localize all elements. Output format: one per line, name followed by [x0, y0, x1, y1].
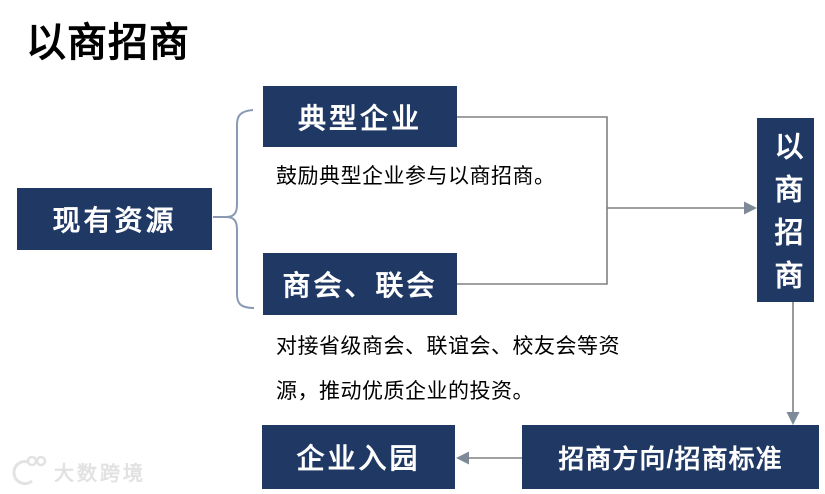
- brace-icon: [225, 109, 255, 309]
- note-chambers-associations: 对接省级商会、联谊会、校友会等资源，推动优质企业的投资。: [276, 335, 620, 403]
- node-typical-enterprises: 典型企业: [263, 86, 457, 147]
- node-existing-resources: 现有资源: [17, 188, 212, 250]
- watermark: 大数跨境: [8, 454, 146, 488]
- note-typical-enterprises: 鼓励典型企业参与以商招商。: [276, 165, 556, 188]
- merge-bracket-line: [457, 116, 608, 285]
- arrow-right-icon: [744, 201, 757, 215]
- arrow-left-icon: [456, 451, 469, 465]
- watermark-logo-icon: [12, 455, 47, 486]
- node-chambers-associations: 商会、联会: [263, 253, 457, 315]
- watermark-brand-text: 大数跨境: [54, 462, 146, 485]
- node-business-attraction: 以商招商: [757, 118, 814, 303]
- node-enterprise-entry: 企业入园: [262, 425, 455, 489]
- page-title: 以商招商: [26, 21, 190, 65]
- arrow-down-icon: [786, 412, 800, 425]
- node-business-attraction-label: 以商招商: [770, 131, 802, 303]
- node-direction-standards: 招商方向/招商标准: [522, 425, 819, 489]
